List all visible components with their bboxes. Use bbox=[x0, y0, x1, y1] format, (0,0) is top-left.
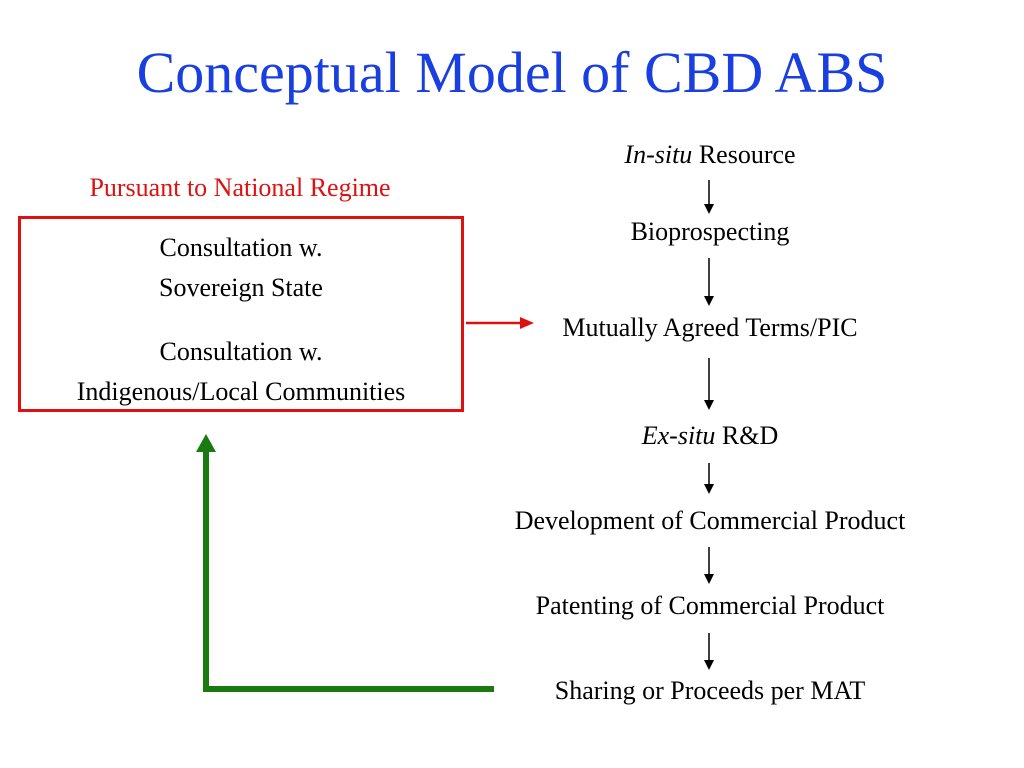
step-patenting: Patenting of Commercial Product bbox=[535, 591, 885, 620]
step-bioprospecting: Bioprospecting bbox=[630, 217, 790, 246]
step-sharing-proceeds: Sharing or Proceeds per MAT bbox=[554, 676, 866, 705]
step-ex-situ-rnd: Ex-situ R&D bbox=[470, 421, 950, 451]
step-in-situ-rest: Resource bbox=[692, 140, 796, 169]
step-ex-situ-rest: R&D bbox=[715, 421, 779, 450]
down-arrow-2 bbox=[704, 258, 714, 306]
down-arrow-6 bbox=[704, 633, 714, 670]
consultation-sovereign-line2: Sovereign State bbox=[159, 273, 323, 302]
regime-box: Consultation w. Sovereign State Consulta… bbox=[18, 216, 464, 412]
step-mutually-agreed-terms: Mutually Agreed Terms/PIC bbox=[562, 313, 858, 342]
step-ex-situ-italic: Ex-situ bbox=[641, 421, 716, 450]
step-in-situ-resource: In-situ Resource bbox=[470, 140, 950, 170]
regime-to-terms-arrow bbox=[466, 317, 534, 329]
consultation-sovereign-line1: Consultation w. bbox=[159, 233, 323, 262]
consultation-communities-line1: Consultation w. bbox=[159, 337, 323, 366]
step-development: Development of Commercial Product bbox=[514, 506, 906, 535]
page-title: Conceptual Model of CBD ABS bbox=[136, 40, 888, 105]
regime-label: Pursuant to National Regime bbox=[89, 173, 391, 202]
down-arrow-4 bbox=[704, 463, 714, 494]
step-in-situ-italic: In-situ bbox=[624, 140, 693, 169]
consultation-communities-line2: Indigenous/Local Communities bbox=[76, 377, 406, 406]
down-arrow-3 bbox=[704, 358, 714, 410]
down-arrow-5 bbox=[704, 547, 714, 584]
feedback-arrow bbox=[196, 434, 494, 692]
down-arrow-1 bbox=[704, 180, 714, 214]
